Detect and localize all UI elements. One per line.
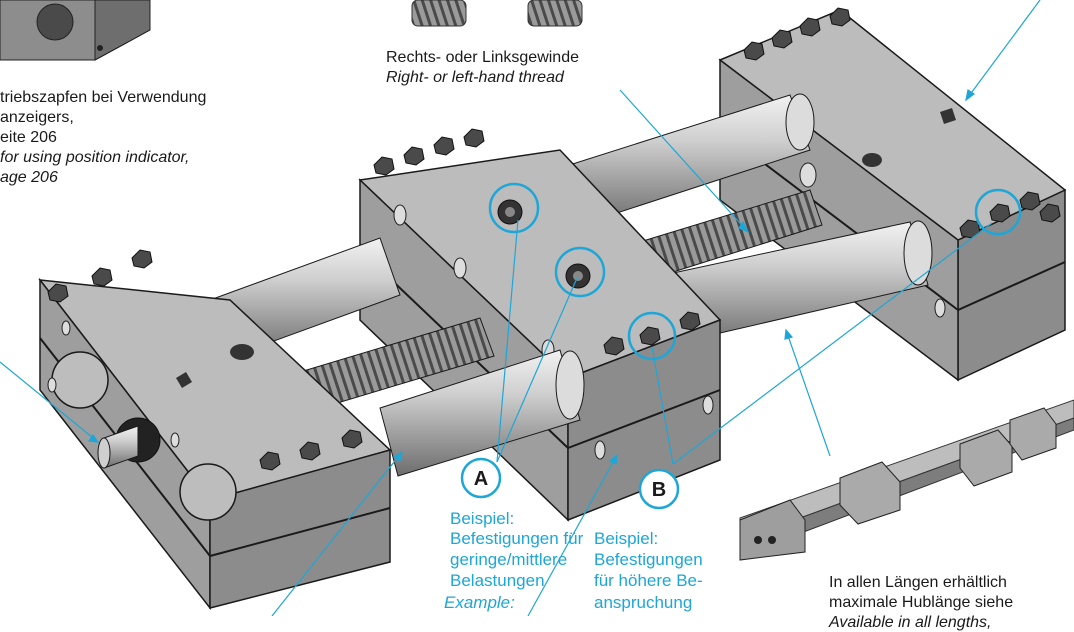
mounting-hole-highlight-1 (488, 182, 540, 234)
example-b-line-3: für höhere Be- (594, 571, 703, 590)
thread-label-en: Right- or left-hand thread (386, 69, 564, 86)
drive-pin-label-2: anzeigers, (0, 109, 74, 126)
drive-pin-label-3: eite 206 (0, 129, 57, 146)
drive-pin-label-1: triebszapfen bei Verwendung (0, 89, 207, 106)
long-unit-inset-image (739, 399, 1074, 561)
drive-pin-label-5: age 206 (0, 169, 58, 186)
screw-highlight-b (627, 311, 677, 361)
example-b-line-4: anspruchung (594, 593, 693, 612)
callout-lines (0, 0, 1041, 617)
lengths-label-1: In allen Längen erhältlich (829, 574, 1007, 591)
linear-unit-illustration: A B (0, 0, 1074, 617)
example-a-line-5: Example: (444, 593, 515, 612)
example-b-line-1: Beispiel: (594, 529, 659, 548)
drive-pin-label-4: for using position indicator, (0, 149, 190, 166)
guide-rod-lower-left (379, 349, 585, 477)
thread-sample-image (411, 0, 583, 27)
mounting-hole-highlight-2 (554, 246, 606, 298)
badge-a: A (460, 457, 502, 499)
example-a-line-2: Befestigungen für (450, 529, 584, 548)
highlight-circles (488, 182, 1022, 361)
partial-block-image (0, 0, 151, 61)
thread-label-de: Rechts- oder Linksgewinde (386, 49, 579, 66)
badge-b-letter: B (652, 479, 666, 501)
screw-highlight-right (974, 188, 1022, 236)
badge-b: B (638, 468, 680, 510)
example-b-line-2: Befestigungen (594, 550, 703, 569)
example-a-line-3: geringe/mittlere (450, 550, 568, 569)
badge-a-letter: A (474, 468, 488, 490)
guide-rod-lower-right (649, 220, 933, 346)
end-block-right (718, 7, 1067, 382)
example-a-line-4: Belastungen (450, 571, 545, 590)
end-block-left (38, 249, 392, 611)
example-a-line-1: Beispiel: (450, 509, 515, 528)
lengths-label-2: maximale Hublänge siehe (829, 594, 1014, 611)
